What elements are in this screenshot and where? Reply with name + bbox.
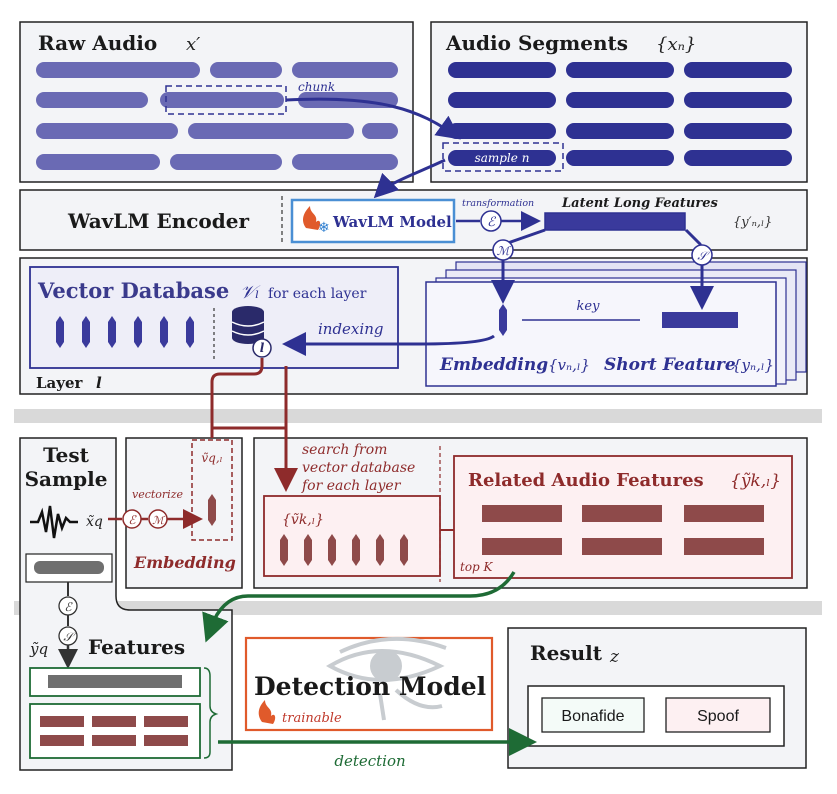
short-feature-symbol: {yₙ,ₗ} [732, 356, 774, 374]
xq-symbol: x̃q [86, 514, 103, 530]
chunk-to-sample-arrow [285, 97, 461, 140]
key-label: key [577, 299, 601, 314]
search-line3: for each layer [301, 478, 402, 494]
test-sample-panel: Test Sample x̃q ℰ 𝒮 ỹq Features [19, 437, 233, 771]
result-panel: Result z Bonafide Spoof [507, 627, 807, 769]
query-embedding-label: Embedding [133, 553, 236, 572]
flame-frozen-icon: ❄ [303, 206, 330, 236]
layer-label: Layer [36, 374, 84, 392]
detection-model-title: Detection Model [254, 672, 486, 701]
detection-label: detection [334, 752, 405, 770]
latent-features-label: Latent Long Features [561, 196, 718, 211]
query-embedding-panel: ṽq,ₗ vectorize Embedding [125, 437, 243, 589]
op-m-label: ℳ [497, 244, 512, 258]
indexing-label: indexing [318, 320, 383, 338]
related-feature-box [29, 703, 201, 759]
raw-audio-waveform-bars [36, 62, 398, 170]
bonafide-box [541, 697, 645, 733]
trainable-label: trainable [282, 711, 342, 726]
test-title-line1: Test [43, 443, 90, 467]
vk-symbol: {ṽk,ₗ} [282, 512, 324, 528]
search-line1: search from [302, 442, 387, 458]
layer-symbol: l [96, 374, 102, 392]
wavlm-model-label: WavLM Model [332, 213, 452, 231]
op-e-label: ℰ [487, 215, 496, 230]
sample-selection-box [442, 142, 564, 172]
waveform-icon [30, 505, 78, 539]
search-line2: vector database [302, 460, 415, 476]
vector-db-subtitle: for each layer [268, 286, 367, 302]
raw-audio-title: Raw Audio [38, 31, 157, 55]
sample-to-encoder-arrow [373, 158, 446, 199]
embedding-label: Embedding [439, 355, 548, 375]
encoder-title: WavLM Encoder [67, 209, 249, 233]
vector-db-symbol: 𝒱ₗ [240, 282, 261, 303]
audio-segments-panel: Audio Segments {xₙ} sample n [430, 21, 808, 183]
trainable-flame-icon [258, 700, 276, 724]
query-embedding-dashed-box [191, 439, 233, 541]
audio-segments-symbol: {xₙ} [656, 34, 696, 55]
related-title: Related Audio Features [468, 470, 704, 491]
test-title-line2: Sample [25, 467, 108, 491]
sample-n-label: sample n [475, 151, 530, 165]
transformation-label: transformation [462, 198, 534, 209]
bonafide-label: Bonafide [561, 708, 624, 725]
query-feature-bar [48, 675, 182, 688]
chunk-label: chunk [298, 80, 335, 94]
topk-label: top K [460, 560, 494, 574]
database-layer-symbol: l [260, 341, 265, 355]
related-audio-feature-bars [482, 505, 764, 555]
retrieved-embeddings-box [263, 495, 441, 577]
eye-of-horus-icon [326, 636, 447, 721]
query-embedding-glyph [208, 494, 216, 526]
spoof-box [665, 697, 771, 733]
embedding-glyph [499, 304, 507, 336]
search-panel: search from vector database for each lay… [253, 437, 808, 589]
segment-bars [448, 62, 792, 166]
test-op-e-label: ℰ [64, 600, 73, 614]
vec-op-m-label: ℳ [152, 514, 166, 527]
audio-segments-title: Audio Segments [445, 31, 628, 55]
wavlm-encoder-panel: WavLM Encoder ❄ WavLM Model transformati… [19, 189, 808, 251]
indexing-arrow [282, 332, 495, 356]
result-title: Result [530, 641, 603, 665]
vectorize-label: vectorize [132, 488, 183, 501]
raw-audio-panel: Raw Audio x′ chunk [19, 21, 414, 183]
features-brace [203, 667, 219, 759]
query-embed-symbol: ṽq,ₗ [201, 451, 222, 465]
raw-audio-symbol: x′ [186, 34, 200, 55]
short-feature-label: Short Feature [604, 355, 736, 375]
result-symbol: z [609, 647, 620, 667]
search-route-arrow [210, 358, 288, 478]
database-icon [231, 306, 272, 358]
latent-symbol: {y′ₙ,ₗ} [733, 215, 772, 230]
spoof-label: Spoof [697, 708, 739, 725]
svg-text:❄: ❄ [318, 220, 330, 236]
vector-database-panel: Vector Database 𝒱ₗ for each layer l inde… [19, 257, 808, 395]
vec-op-e-label: ℰ [128, 513, 137, 527]
detection-model-panel: Detection Model trainable [244, 636, 494, 732]
features-label: Features [88, 635, 185, 659]
related-symbol: {ỹk,ₗ} [730, 471, 781, 491]
topk-to-features-arrow [202, 571, 516, 643]
separator-band [14, 409, 822, 423]
test-feature-bar [34, 561, 104, 574]
related-feature-bars [40, 716, 188, 746]
short-feature-bar [662, 312, 738, 328]
latent-feature-bar [544, 212, 686, 231]
layer-card-front [425, 281, 777, 387]
vector-db-title: Vector Database [37, 278, 229, 303]
embedding-symbol: {vₙ,ₗ} [548, 356, 590, 374]
retrieved-embedding-glyphs [280, 534, 408, 566]
yq-symbol: ỹq [29, 640, 48, 658]
database-embedding-glyphs [56, 316, 194, 348]
